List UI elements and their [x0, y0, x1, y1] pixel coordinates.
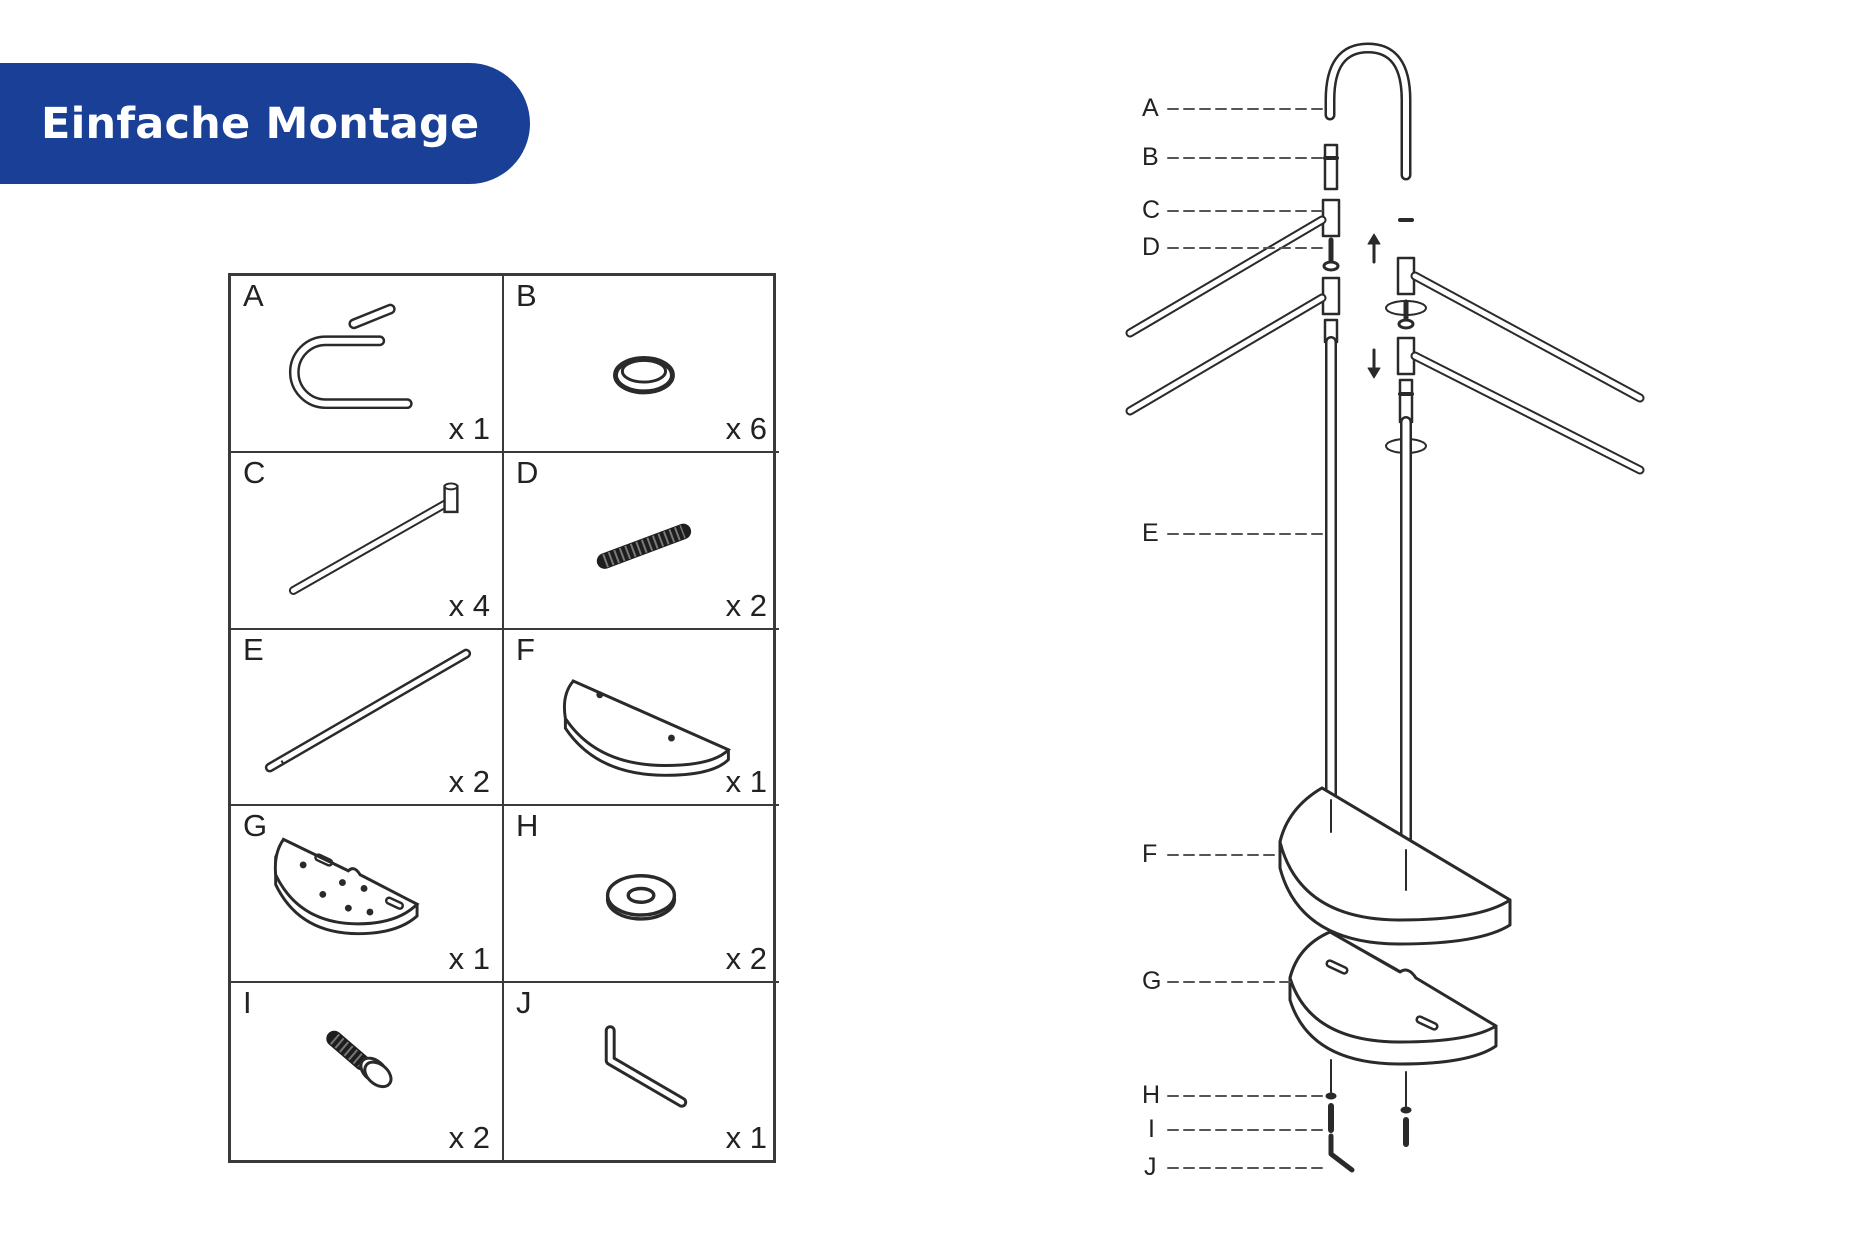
part-quantity: x 4 [448, 587, 490, 623]
part-cell-i: I x 2 [231, 983, 504, 1160]
base-bottom-icon [273, 837, 420, 936]
parts-grid: A x 1 B x 6 C x 4 D x 2 [228, 273, 779, 1163]
part-quantity: x 1 [448, 410, 490, 446]
u-bar-icon [288, 303, 413, 410]
threaded-rod-icon [596, 523, 692, 569]
assembly-diagram: A B C D E F G H I J [1100, 30, 1700, 1210]
part-letter: C [243, 454, 266, 490]
callout-label-h: H [1142, 1081, 1161, 1109]
callout-label-b: B [1142, 143, 1159, 171]
page-title: Einfache Montage [41, 98, 480, 149]
part-letter: D [516, 454, 539, 490]
allen-key-icon [604, 1025, 688, 1108]
bolt-icon [326, 1030, 393, 1089]
base-top-icon [562, 678, 731, 777]
part-cell-f: F x 1 [504, 630, 779, 807]
part-quantity: x 1 [448, 941, 490, 977]
part-letter: E [243, 631, 264, 667]
part-cell-g: G x 1 [231, 806, 504, 984]
part-letter: G [243, 808, 268, 844]
part-letter: F [516, 631, 535, 667]
part-quantity: x 2 [725, 941, 767, 977]
callout-label-d: D [1142, 233, 1161, 261]
part-cell-c: C x 4 [231, 452, 504, 630]
washer-icon [605, 874, 677, 922]
part-quantity: x 6 [725, 410, 767, 446]
part-quantity: x 1 [725, 764, 767, 800]
part-cell-d: D x 2 [504, 453, 779, 630]
part-quantity: x 1 [725, 1120, 767, 1155]
part-letter: I [243, 985, 252, 1021]
part-letter: J [516, 985, 532, 1021]
callout-label-j: J [1144, 1153, 1157, 1181]
part-letter: A [243, 278, 264, 313]
callout-label-e: E [1142, 519, 1159, 547]
part-cell-a: A x 1 [231, 276, 504, 453]
part-quantity: x 2 [448, 764, 490, 800]
part-letter: B [516, 278, 537, 313]
callout-label-a: A [1142, 94, 1159, 122]
part-cell-b: B x 6 [504, 276, 779, 453]
callout-label-g: G [1142, 967, 1162, 995]
callout-label-c: C [1142, 196, 1161, 224]
callout-label-i: I [1148, 1115, 1155, 1143]
part-letter: H [516, 808, 539, 844]
part-cell-h: H x 2 [504, 806, 779, 984]
exploded-view-drawing [1125, 42, 1645, 1173]
part-quantity: x 2 [725, 587, 767, 623]
ring-icon [613, 356, 675, 395]
part-quantity: x 2 [448, 1120, 490, 1155]
pole-icon [264, 648, 472, 772]
callout-label-f: F [1142, 840, 1158, 868]
title-banner: Einfache Montage [0, 63, 530, 184]
hanger-arm-icon [288, 482, 459, 595]
part-cell-j: J x 1 [504, 983, 779, 1160]
part-cell-e: E x 2 [231, 629, 504, 807]
